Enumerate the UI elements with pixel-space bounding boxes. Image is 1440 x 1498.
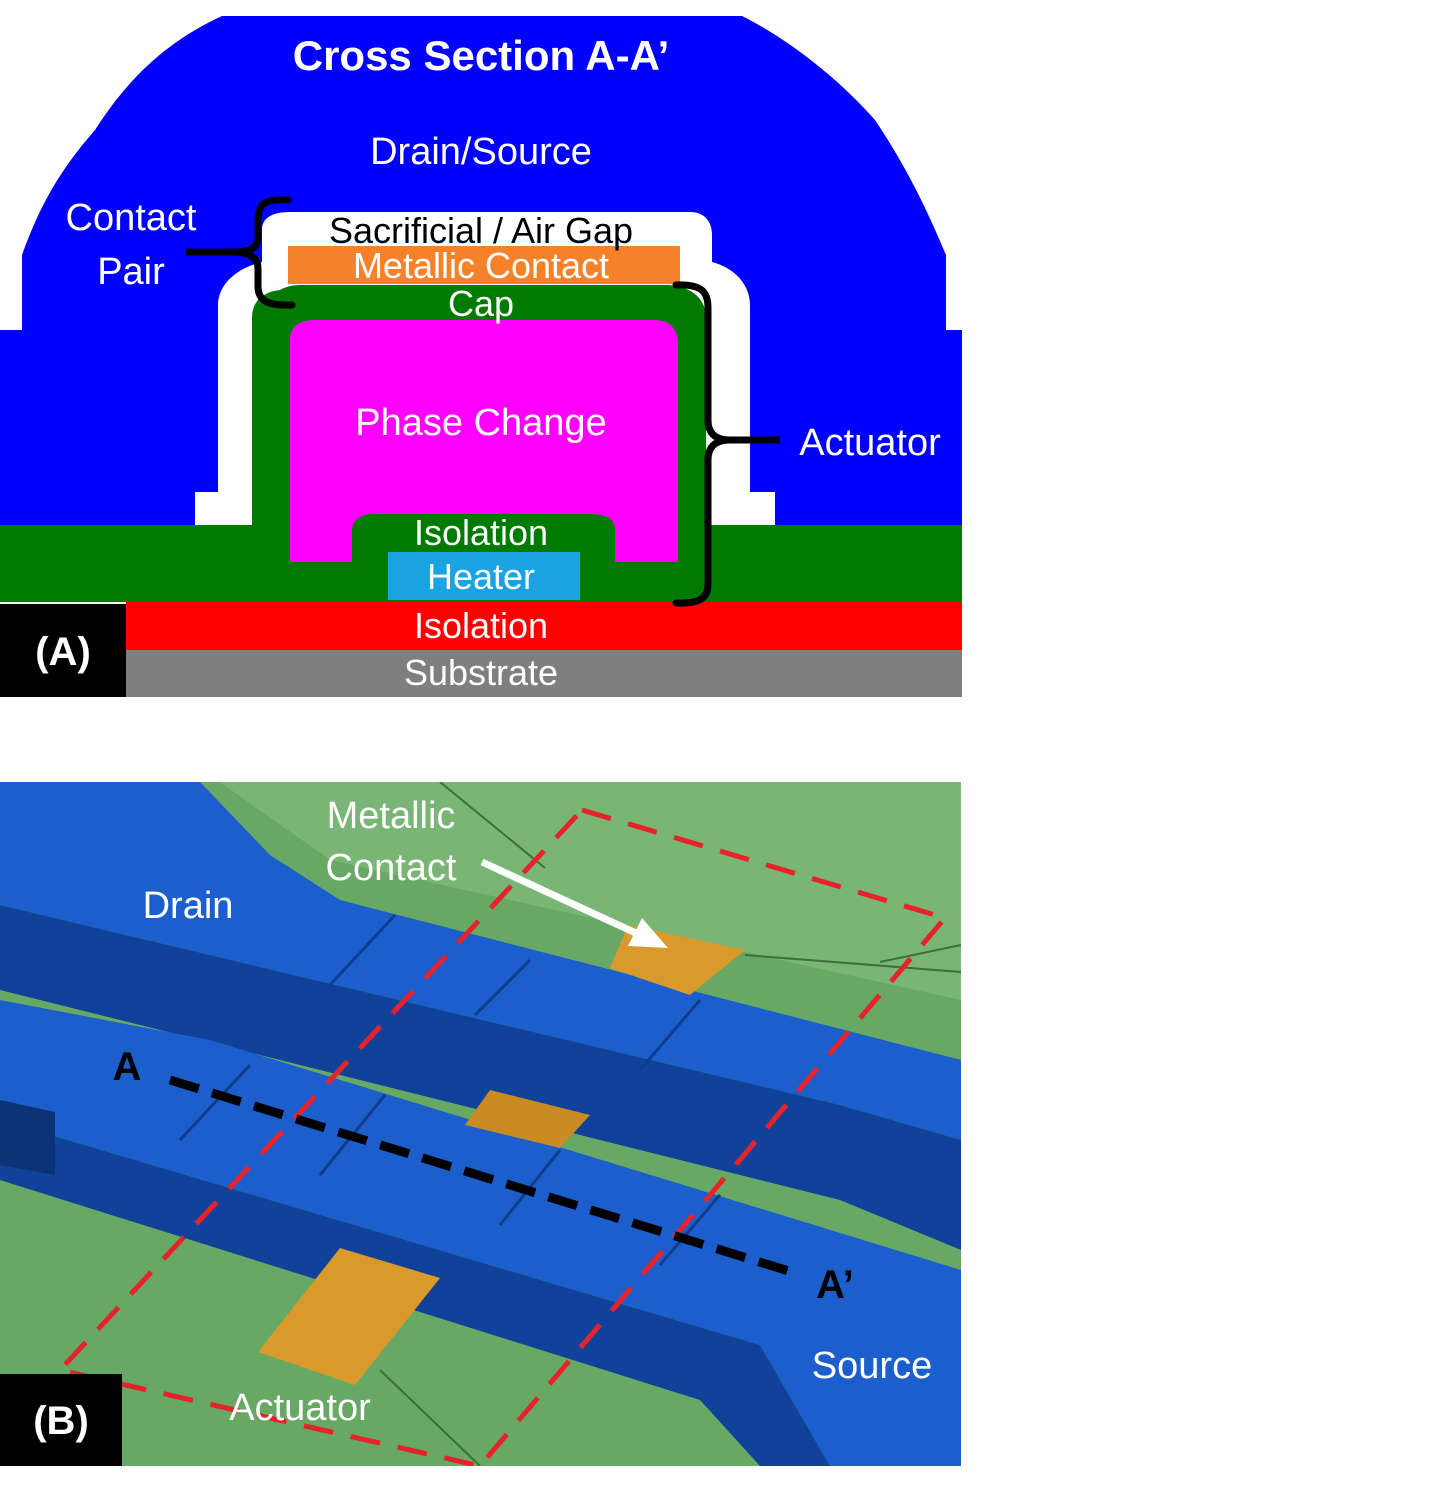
substrate-label: Substrate — [404, 652, 558, 693]
panel-a-title: Cross Section A-A’ — [293, 32, 670, 79]
panel-a-label-box — [0, 604, 126, 697]
metallic-contact-label-line2: Contact — [326, 847, 457, 889]
panel-b-label-box — [0, 1374, 122, 1466]
drain-electrode-side — [0, 905, 961, 1250]
contact-pair-label-line2: Pair — [97, 251, 165, 293]
a-label: A — [113, 1045, 142, 1089]
metallic-contact-arrow — [480, 858, 642, 939]
drain-electrode-top — [0, 782, 961, 1140]
actuator-label-b: Actuator — [229, 1387, 371, 1429]
metallic-contact-arrowhead — [628, 918, 668, 948]
contact-pair-label-line1: Contact — [66, 197, 197, 239]
isolation-bottom-label: Isolation — [414, 605, 548, 646]
actuator-dashed-outline — [55, 807, 950, 1466]
panel-a-cross-section: Cross Section A-A’ Drain/Source Contact … — [0, 16, 962, 697]
heater-label: Heater — [427, 556, 535, 597]
metallic-contact-pad-middle — [465, 1090, 590, 1148]
metallic-contact-label-line1: Metallic — [327, 795, 456, 837]
source-electrode-top — [0, 1000, 961, 1466]
substrate-layer — [126, 650, 962, 697]
drain-source-label: Drain/Source — [370, 131, 592, 173]
source-label: Source — [812, 1345, 932, 1387]
panel-a-label: (A) — [35, 630, 91, 674]
section-line-a-a-prime — [168, 1075, 794, 1277]
phase-change-label: Phase Change — [355, 402, 606, 444]
cap-label: Cap — [448, 283, 514, 324]
panel-b-label: (B) — [33, 1399, 89, 1443]
metallic-contact-layer — [288, 246, 680, 284]
electrode-left-notch — [0, 1100, 55, 1175]
actuator-label: Actuator — [799, 422, 941, 464]
heater-layer — [388, 552, 580, 600]
sacrificial-air-gap-label: Sacrificial / Air Gap — [329, 210, 633, 251]
drain-label: Drain — [143, 885, 234, 927]
isolation-bottom-layer — [126, 602, 962, 650]
metallic-contact-label: Metallic Contact — [353, 245, 609, 286]
background-highlight — [220, 782, 961, 1000]
phase-change-layer — [290, 320, 678, 562]
panel-b-3d-view: Metallic Contact Drain A A’ Source Actua… — [0, 782, 961, 1466]
actuator-pad — [258, 1248, 440, 1385]
surface-seam-lines — [379, 782, 961, 1466]
isolation-inner-label: Isolation — [414, 512, 548, 553]
a-prime-label: A’ — [816, 1263, 854, 1307]
